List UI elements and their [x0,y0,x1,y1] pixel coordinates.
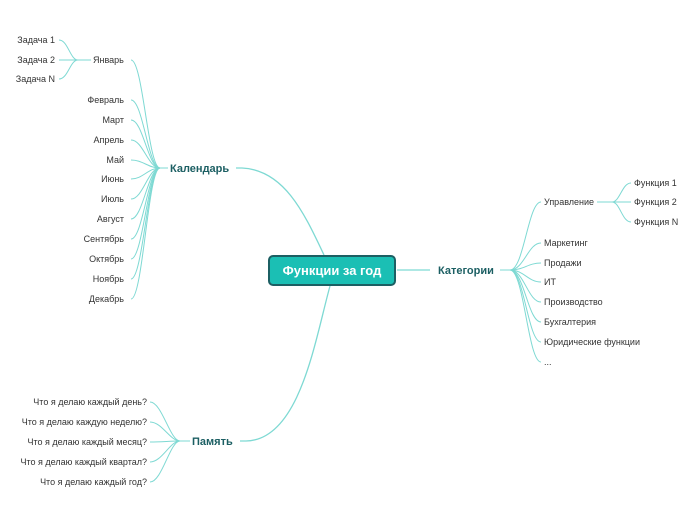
month-september[interactable]: Сентябрь [83,234,124,244]
link-december [130,167,161,300]
branch-calendar[interactable]: Календарь [170,163,230,175]
link-april [130,139,161,169]
link-january [130,59,161,169]
link-more [509,269,542,363]
link-october [130,167,161,260]
month-december[interactable]: Декабрь [88,294,124,304]
link-management [509,201,542,271]
month-january[interactable]: Январь [93,55,124,65]
function-1[interactable]: Функция 1 [634,178,677,188]
branch-categories[interactable]: Категории [438,265,494,277]
month-april[interactable]: Апрель [93,135,124,145]
link-march [130,119,161,169]
month-november[interactable]: Ноябрь [92,274,124,284]
category-accounting[interactable]: Бухгалтерия [544,317,596,327]
task-n[interactable]: Задача N [15,74,55,84]
link-production [509,269,542,303]
month-may[interactable]: Май [106,155,124,165]
link-november [130,167,161,280]
category-sales[interactable]: Продажи [544,258,582,268]
memory-item-quarterly[interactable]: Что я делаю каждый квартал? [20,457,148,467]
category-it[interactable]: ИТ [544,277,556,287]
link-memory-1 [149,421,181,442]
trunk-calendar [236,167,325,256]
month-march[interactable]: Март [102,115,124,125]
memory-item-weekly[interactable]: Что я делаю каждую неделю? [21,417,147,427]
category-more[interactable]: ... [544,357,552,367]
month-august[interactable]: Август [96,214,124,224]
branch-memory[interactable]: Память [192,436,233,448]
category-management[interactable]: Управление [544,197,595,207]
month-october[interactable]: Октябрь [89,254,124,264]
function-2[interactable]: Функция 2 [634,197,677,207]
central-topic[interactable]: Функции за год [268,255,396,286]
link-marketing [509,242,542,271]
link-memory-0 [149,401,181,442]
month-july[interactable]: Июль [101,194,124,204]
task-1[interactable]: Задача 1 [17,35,55,45]
month-february[interactable]: Февраль [87,95,124,105]
trunk-memory [240,285,331,442]
month-june[interactable]: Июнь [101,174,124,184]
memory-item-daily[interactable]: Что я делаю каждый день? [33,397,147,407]
function-n[interactable]: Функция N [634,217,679,227]
category-production[interactable]: Производство [544,297,603,307]
link-function-n [611,201,632,223]
link-task-n [58,59,79,80]
link-memory-4 [149,440,181,483]
link-task-1 [58,39,79,61]
memory-item-yearly[interactable]: Что я делаю каждый год? [40,477,147,487]
link-function-1 [611,182,632,203]
category-legal[interactable]: Юридические функции [544,337,640,347]
memory-item-monthly[interactable]: Что я делаю каждый месяц? [27,437,147,447]
task-2[interactable]: Задача 2 [17,55,55,65]
category-marketing[interactable]: Маркетинг [544,238,588,248]
link-february [130,99,161,169]
